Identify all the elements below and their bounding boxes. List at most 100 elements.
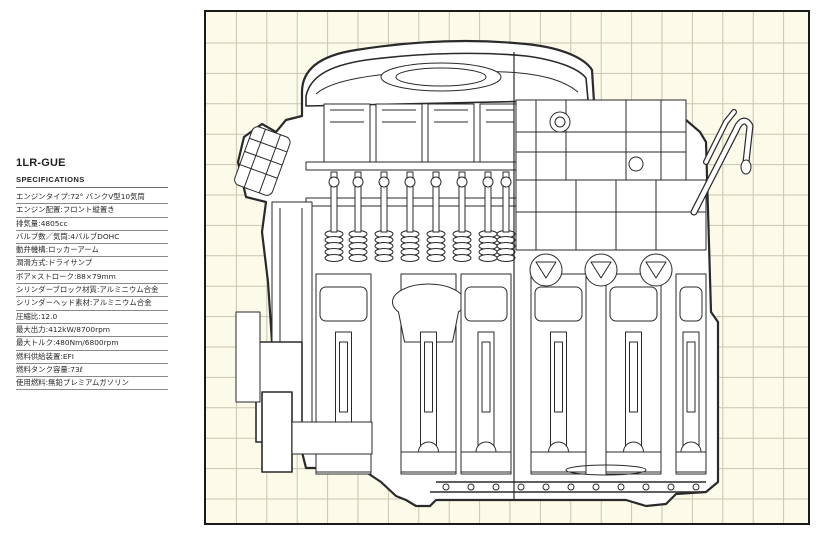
piston — [609, 286, 658, 322]
specifications-heading: SPECIFICATIONS — [16, 175, 168, 188]
rod-web — [424, 341, 433, 413]
valve-spring-coil — [426, 254, 446, 262]
spec-value: EFI — [62, 351, 74, 361]
spec-value: ドライサンプ — [48, 258, 93, 268]
spec-value: 73ℓ — [70, 364, 83, 374]
rod-web — [554, 341, 563, 413]
spec-label: エンジンタイプ — [16, 192, 68, 201]
connecting-rod — [477, 331, 495, 453]
spec-separator: : — [38, 311, 41, 321]
port-valve — [645, 261, 667, 279]
rocker-pivot — [328, 176, 340, 188]
exhaust-port — [529, 253, 563, 287]
rocker-pivot — [352, 176, 364, 188]
connecting-rod — [682, 331, 700, 453]
pan-bolt — [692, 483, 700, 491]
valve-spring-coil — [374, 254, 394, 262]
spec-value: 4805cc — [40, 218, 68, 228]
pan-bolt — [442, 483, 450, 491]
rocker-pivot — [456, 176, 468, 188]
valve-stem — [458, 171, 466, 233]
spec-label: 使用燃料 — [16, 378, 46, 388]
valve-spring-coil — [478, 254, 498, 262]
rod-web — [339, 341, 348, 413]
spec-separator: : — [45, 258, 49, 268]
spec-row: 燃料タンク容量:73ℓ — [16, 364, 168, 378]
spec-value: 480Nm/6800rpm — [55, 338, 119, 348]
pan-bolt — [617, 483, 625, 491]
valve-springs — [324, 171, 516, 262]
spec-separator: : — [67, 364, 71, 374]
spec-value: 無鉛プレミアムガソリン — [48, 378, 129, 388]
valve-stem — [406, 171, 414, 233]
spec-label: 燃料供給装置 — [16, 351, 61, 361]
main-bearing-cap — [530, 451, 587, 473]
intake-opening — [380, 62, 502, 92]
engine-illustration-panel — [204, 10, 810, 525]
spec-separator: : — [67, 192, 71, 201]
spec-value: 88×79mm — [76, 271, 116, 281]
spec-label: 圧縮比 — [16, 311, 39, 321]
spec-separator: : — [45, 324, 49, 334]
spec-value: フロント縦置き — [62, 205, 115, 215]
oil-filter — [234, 126, 291, 196]
rocker-pivot — [482, 176, 494, 188]
exhaust-port — [584, 253, 618, 287]
port-valve — [590, 261, 612, 279]
specifications-list: エンジンタイプ:72° バンクV型10気筒エンジン配置:フロント縦置き排気量:4… — [16, 191, 168, 391]
spec-label: シリンダーブロック材質 — [16, 285, 97, 295]
valve-spring-coil — [496, 254, 516, 262]
piston — [319, 286, 368, 322]
connecting-rod — [550, 331, 567, 453]
engine-cutaway-icon — [234, 40, 754, 508]
spec-label: 燃料タンク容量 — [16, 364, 68, 374]
spec-value: アルミニウム合金 — [92, 298, 152, 308]
pan-bolt — [467, 483, 475, 491]
valve-stem — [330, 171, 338, 233]
port-valve — [535, 261, 557, 279]
crank-pulley — [261, 391, 293, 473]
spec-row: ボア×ストローク:88×79mm — [16, 271, 168, 285]
spec-row: バルブ数／気筒:4バルブDOHC — [16, 231, 168, 245]
cylinders — [315, 273, 707, 475]
pan-bolts — [442, 483, 700, 491]
piston — [464, 286, 508, 322]
spec-row: 最大トルク:480Nm/6800rpm — [16, 337, 168, 351]
spec-label: 排気量 — [16, 218, 39, 228]
spec-label: バルブ数／気筒 — [16, 231, 68, 241]
spec-row: シリンダーヘッド素材:アルミニウム合金 — [16, 297, 168, 311]
spec-row: 圧縮比:12.0 — [16, 311, 168, 324]
spec-label: 最大トルク — [16, 338, 53, 348]
valve-stem — [484, 171, 492, 233]
pan-bolt — [492, 483, 500, 491]
valve-spring-coil — [348, 254, 368, 262]
rocker-pivot — [500, 176, 512, 188]
valve-stem — [380, 171, 388, 233]
rod-web — [629, 341, 638, 413]
spec-separator: : — [89, 298, 93, 308]
rod-web — [481, 341, 491, 413]
main-bearing-cap — [675, 451, 707, 473]
spec-row: 動弁機構:ロッカーアーム — [16, 244, 168, 258]
spec-separator: : — [67, 231, 71, 241]
spec-label: エンジン配置 — [16, 205, 61, 215]
specifications-panel: 1LR-GUE SPECIFICATIONS エンジンタイプ:72° バンクV型… — [16, 157, 168, 391]
spec-row: 最大出力:412kW/8700rpm — [16, 324, 168, 338]
valve-spring-coil — [324, 254, 344, 262]
pan-bolt — [642, 483, 650, 491]
exhaust-ports — [529, 253, 673, 287]
spec-row: エンジンタイプ:72° バンクV型10気筒 — [16, 191, 168, 205]
rocker-pivot — [378, 176, 390, 188]
spec-label: 動弁機構 — [16, 245, 46, 255]
rocker-pivot — [404, 176, 416, 188]
valve-spring-coil — [400, 254, 420, 262]
pan-bolt — [667, 483, 675, 491]
pan-bolt — [517, 483, 525, 491]
spec-row: エンジン配置:フロント縦置き — [16, 204, 168, 218]
valve-stem — [502, 171, 510, 233]
spec-row: 燃料供給装置:EFI — [16, 351, 168, 364]
spec-separator: : — [73, 271, 77, 281]
spec-row: 排気量:4805cc — [16, 218, 168, 231]
pan-bolt — [592, 483, 600, 491]
spec-value: 4バルブDOHC — [70, 231, 120, 241]
